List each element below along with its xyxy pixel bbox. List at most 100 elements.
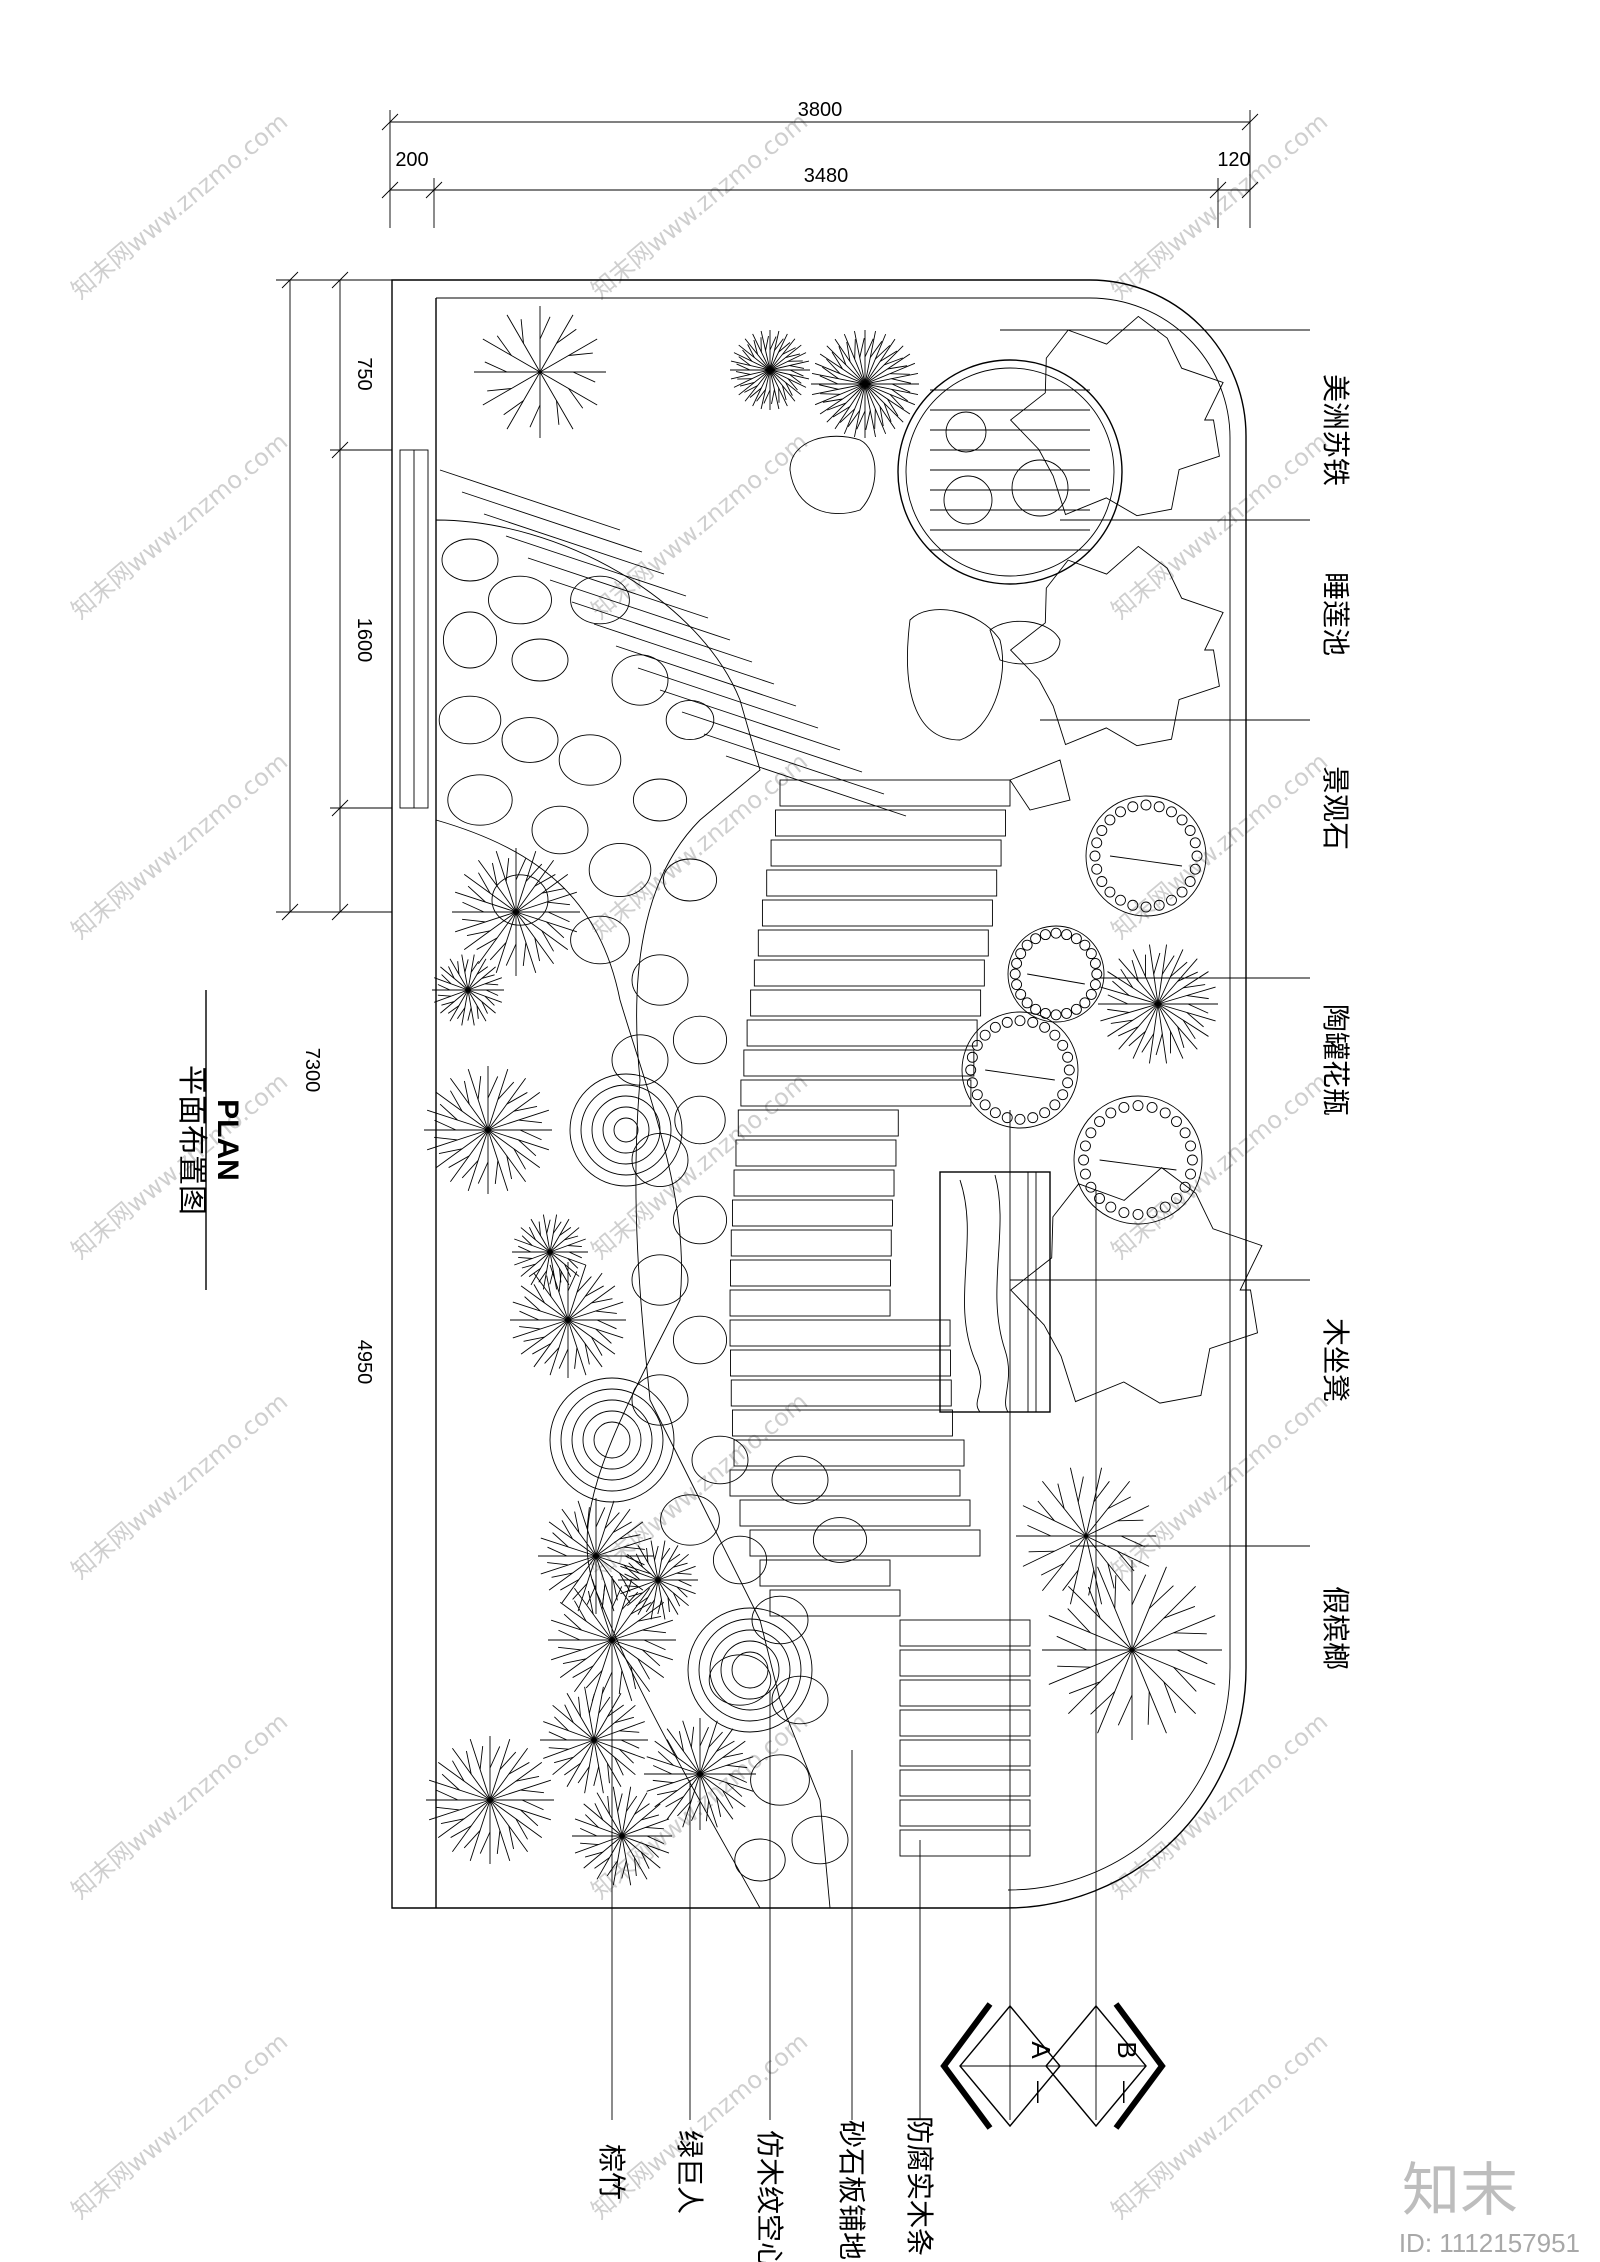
paving-stone [771, 1675, 829, 1725]
stool-ring [560, 1388, 664, 1492]
brand-logo: 知末 [1402, 2156, 1518, 2224]
dim-top-middle: 3480 [804, 165, 849, 187]
paving-stone [660, 1494, 720, 1546]
paving-stone [558, 734, 622, 786]
leafy-plant [1098, 944, 1218, 1064]
watermark-text: 知末网www.znzmo.com [586, 1708, 813, 1905]
paving-stone [631, 1254, 689, 1306]
top-dimension-lines [381, 110, 1259, 228]
paving-stone [570, 575, 630, 625]
stool-ring [698, 1618, 802, 1722]
watermark-text: 知末网www.znzmo.com [586, 428, 813, 625]
plank-line [505, 535, 687, 597]
label-sandstone-paving: 砂石板铺地 [835, 2120, 868, 2260]
stool-ring [580, 1084, 672, 1176]
paving-stone [672, 1315, 728, 1365]
plank-line [549, 579, 731, 641]
paving-stone [691, 1435, 749, 1485]
section-marker-b-sub: — [1113, 2081, 1138, 2103]
dim-top-right: 120 [1217, 149, 1250, 171]
philodendron [452, 848, 580, 976]
wood-plank [743, 1049, 975, 1077]
dim-left-2: 1600 [353, 618, 375, 663]
paving-stone [812, 1517, 868, 1563]
stool-ring [593, 1421, 631, 1459]
stool-ring [613, 1117, 639, 1143]
dim-left-3: 4950 [353, 1340, 375, 1385]
dim-left-1: 750 [353, 357, 375, 390]
bottom-leader-lines [611, 1110, 1097, 2120]
paving-stone [588, 842, 652, 898]
paving-stone [632, 778, 688, 822]
wood-plank [737, 1109, 899, 1137]
stool-ring [731, 1651, 769, 1689]
paving-stone [662, 858, 718, 902]
wood-plank [730, 1349, 951, 1377]
wood-plank [769, 1589, 901, 1617]
wood-plank [899, 1619, 1031, 1647]
paving-stone [488, 575, 552, 625]
wood-plank [730, 1259, 891, 1287]
paving-stone [631, 1374, 689, 1426]
label-landscape-rock: 景观石 [1319, 766, 1352, 850]
watermark-text: 知末网www.znzmo.com [1106, 748, 1333, 945]
wood-plank [731, 1199, 893, 1227]
water-lily-pond [897, 359, 1123, 585]
wood-plank [739, 1499, 971, 1527]
stool-ring [709, 1629, 791, 1711]
wood-plank [775, 809, 1006, 837]
watermark-text: 知末网www.znzmo.com [66, 428, 293, 625]
paving-stone [611, 1034, 669, 1086]
philodendron [644, 1718, 756, 1830]
stool-ring [720, 1640, 780, 1700]
plank-line [659, 689, 841, 751]
shrub [1009, 315, 1224, 517]
philodendron [618, 1540, 698, 1620]
wood-plank [729, 1289, 891, 1317]
wood-plank [750, 989, 982, 1017]
stool-ring [687, 1607, 813, 1733]
wood-plank [731, 1409, 953, 1437]
paving-stone [672, 1195, 728, 1245]
paving-stone [447, 774, 513, 826]
pottery-vase-plant [1085, 795, 1207, 917]
wood-plank [746, 1019, 978, 1047]
section-markers [940, 2002, 1166, 2130]
wood-plank [761, 899, 993, 927]
american-cycad [730, 330, 810, 410]
plank-line [483, 513, 665, 575]
label-treated-wood-strips: 防腐实木条 [903, 2116, 936, 2256]
paving-stone [791, 1815, 849, 1865]
watermark-text: 知末网www.znzmo.com [1106, 1388, 1333, 1585]
watermark-text: 知末网www.znzmo.com [1106, 1708, 1333, 1905]
watermark-text: 知末网www.znzmo.com [1106, 108, 1333, 305]
fan-palm [474, 306, 606, 438]
label-wood-grain-stool: 仿木纹空心石凳 [753, 2130, 786, 2262]
wood-plank [730, 1379, 952, 1407]
wood-plank [899, 1649, 1031, 1677]
wooden-bench [939, 1171, 1051, 1413]
paving-stone [771, 1455, 829, 1505]
watermark-text: 知末网www.znzmo.com [586, 748, 813, 945]
dim-left-total: 7300 [301, 1048, 323, 1093]
paving-stone [438, 695, 502, 745]
plank-line [615, 645, 797, 707]
wood-plank [899, 1769, 1031, 1797]
section-marker-a-sub: — [1027, 2081, 1052, 2103]
philodendron [432, 954, 504, 1026]
plan-title-cn: 平面布置图 [174, 1065, 209, 1215]
philodendron [424, 1066, 552, 1194]
philodendron [512, 1214, 588, 1290]
wood-plank [733, 1439, 965, 1467]
wood-plank [753, 959, 985, 987]
wood-plank [899, 1679, 1031, 1707]
wood-plank [899, 1799, 1031, 1827]
american-cycad [811, 330, 919, 438]
paving-stone [442, 611, 498, 669]
wood-plank [757, 929, 989, 957]
label-water-lily-pond: 睡莲池 [1319, 572, 1352, 656]
watermark-text: 知末网www.znzmo.com [66, 2028, 293, 2225]
shrub [1010, 1167, 1263, 1404]
paving-stone [531, 805, 589, 855]
plan-title-en: PLAN [211, 1099, 244, 1181]
